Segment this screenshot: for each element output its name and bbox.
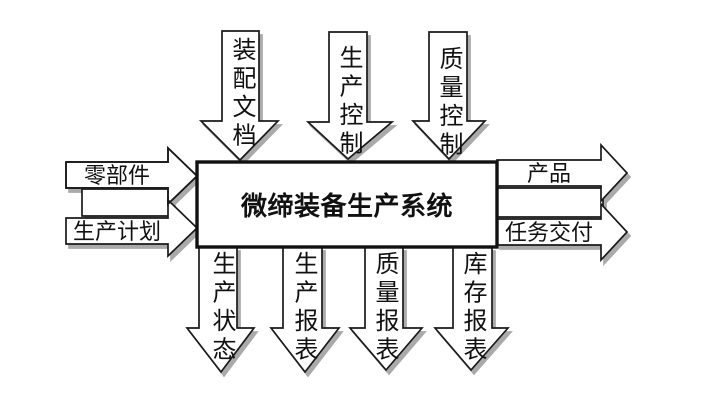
arrow-layer	[65, 30, 629, 374]
arrow-right-task-delivery	[496, 201, 629, 263]
arrow-top-production-control	[305, 31, 395, 161]
left-middle-band	[81, 188, 172, 217]
right-middle-band	[497, 187, 604, 218]
system-box	[195, 160, 499, 249]
arrow-bottom-inventory-report	[433, 246, 510, 372]
arrow-right-products	[496, 142, 629, 204]
arrow-left-production-plan	[65, 197, 199, 259]
arrow-top-assembly-docs	[198, 30, 281, 162]
arrow-left-parts-outline	[65, 145, 199, 207]
arrow-top-quality-control	[411, 31, 487, 161]
arrow-bottom-production-report	[269, 246, 341, 374]
arrow-bottom-quality-report	[348, 246, 424, 372]
arrow-bottom-production-status	[185, 246, 256, 374]
